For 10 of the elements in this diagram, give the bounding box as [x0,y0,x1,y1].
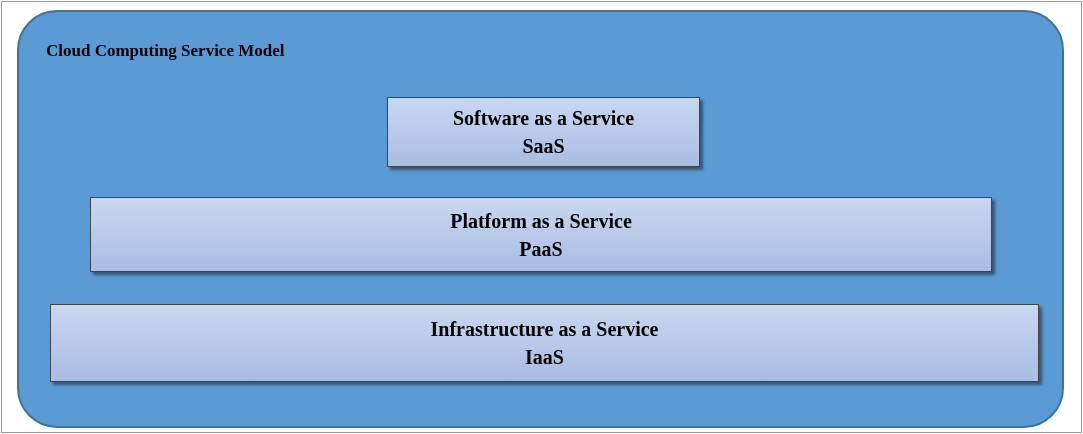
layer-abbreviation: IaaS [525,345,564,370]
layer-abbreviation: SaaS [522,134,565,159]
layer-name: Software as a Service [452,106,635,131]
layer-name: Platform as a Service [450,208,632,234]
container-label: Cloud Computing Service Model [46,40,285,62]
layer-box [50,304,1039,382]
layer-name: Infrastructure as a Service [430,317,659,342]
layer-box [387,97,700,167]
layer-box [90,197,992,272]
layer-abbreviation: PaaS [519,236,563,262]
